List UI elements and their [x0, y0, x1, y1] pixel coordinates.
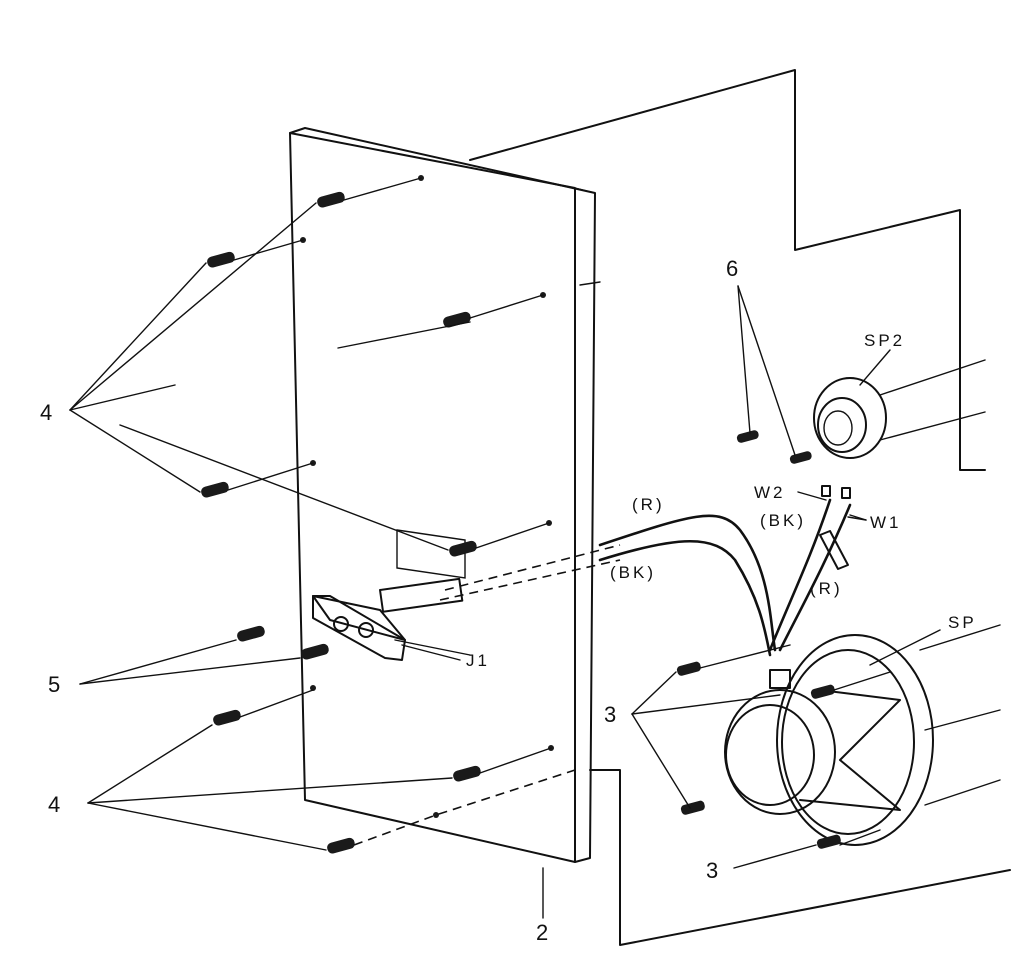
tweeter-sp2	[813, 359, 986, 459]
label-panel-screws-bottom: 4	[48, 792, 60, 817]
leader-lines	[69, 177, 941, 919]
label-woofer: SP	[948, 613, 977, 632]
label-wire-w2: W2	[754, 483, 786, 502]
label-panel: 2	[536, 920, 548, 945]
jack-plate-j1	[312, 577, 471, 661]
label-jack-screws: 5	[48, 672, 60, 697]
screws	[201, 191, 841, 854]
label-tweeter: SP2	[864, 331, 905, 350]
woofer-sp	[724, 624, 1001, 846]
label-wire-black-tweeter: (BK)	[760, 511, 806, 530]
label-speaker-screws-bottom: 3	[706, 858, 718, 883]
cabinet-outline	[469, 69, 1011, 946]
label-wire-black-bottom: (BK)	[610, 563, 656, 582]
label-jack: J1	[466, 651, 490, 670]
label-wire-w1: W1	[870, 513, 902, 532]
label-wire-red-top: (R)	[632, 495, 665, 514]
label-wire-red-tweeter: (R)	[810, 579, 843, 598]
label-panel-screws-top: 4	[40, 400, 52, 425]
speaker-wires	[439, 485, 867, 657]
label-speaker-screws-top: 3	[604, 702, 616, 727]
part-labels: 2 4 4 5 6 3 3 J1 SP SP2 W1 W2 (R) (BK) (…	[40, 256, 977, 945]
mounting-panel	[289, 127, 596, 863]
label-tweeter-screws: 6	[726, 256, 738, 281]
